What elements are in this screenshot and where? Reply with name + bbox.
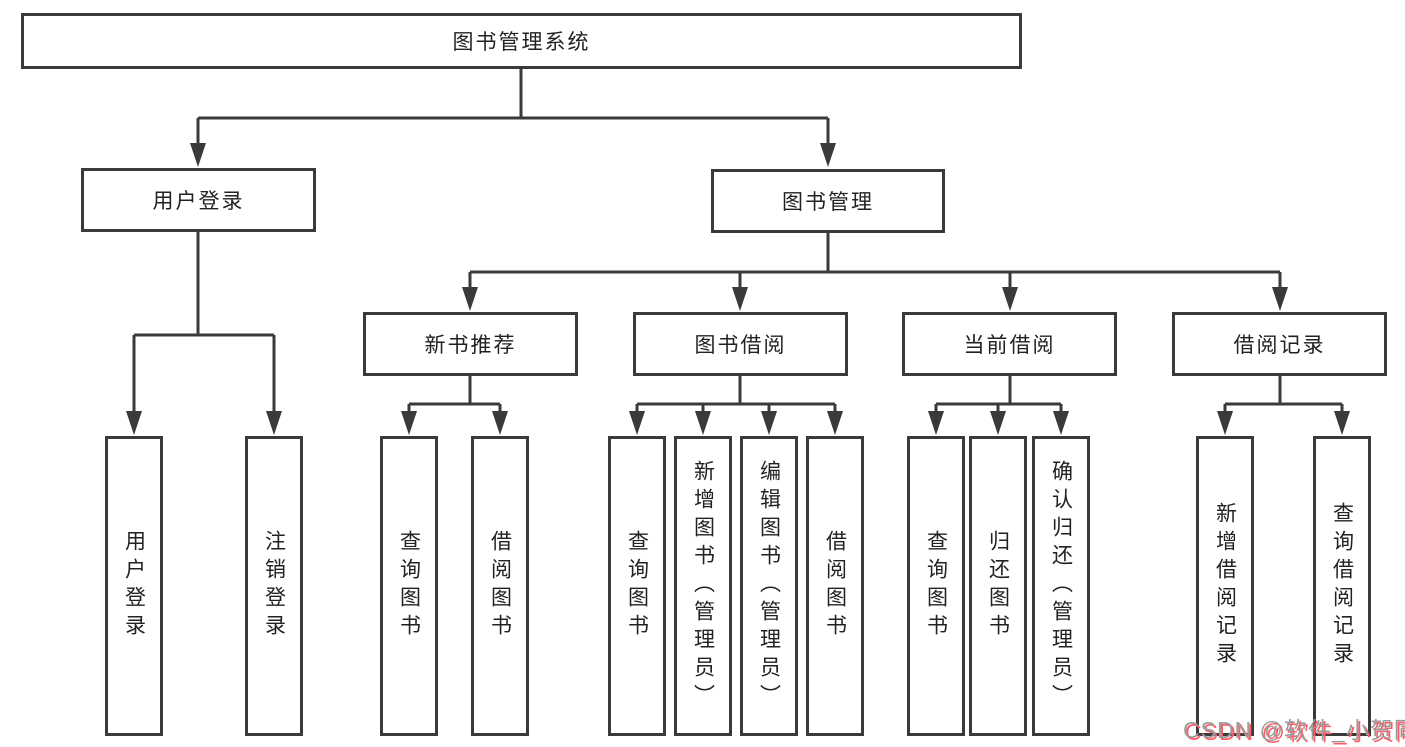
node-borrow-records: 借阅记录 xyxy=(1172,312,1387,376)
node-label: 图书管理 xyxy=(782,191,874,214)
node-label: 确认归还（管理员） xyxy=(1049,460,1073,712)
leaf-current-query-books: 查询图书 xyxy=(907,436,965,736)
node-library-management-system: 图书管理系统 xyxy=(21,13,1022,69)
leaf-user-login: 用户登录 xyxy=(105,436,163,736)
node-label: 注销登录 xyxy=(262,530,286,642)
leaf-recommend-query-books: 查询图书 xyxy=(380,436,438,736)
node-book-management: 图书管理 xyxy=(711,169,945,233)
leaf-records-add-record: 新增借阅记录 xyxy=(1196,436,1254,736)
node-label: 编辑图书（管理员） xyxy=(757,460,781,712)
node-user-login: 用户登录 xyxy=(81,168,316,232)
leaf-borrow-edit-books-admin: 编辑图书（管理员） xyxy=(740,436,798,736)
leaf-current-confirm-return-admin: 确认归还（管理员） xyxy=(1032,436,1090,736)
node-label: 查询图书 xyxy=(397,530,421,642)
node-current-borrow: 当前借阅 xyxy=(902,312,1117,376)
node-label: 归还图书 xyxy=(986,530,1010,642)
node-label: 图书管理系统 xyxy=(452,31,591,54)
node-label: 查询图书 xyxy=(924,530,948,642)
node-label: 借阅记录 xyxy=(1233,334,1326,357)
node-label: 新增图书（管理员） xyxy=(691,460,715,712)
node-label: 查询图书 xyxy=(625,530,649,642)
node-label: 借阅图书 xyxy=(823,530,847,642)
node-label: 用户登录 xyxy=(152,190,245,213)
node-label: 新书推荐 xyxy=(424,334,517,357)
node-new-book-recommend: 新书推荐 xyxy=(363,312,578,376)
arrowheads xyxy=(126,143,1350,435)
node-book-borrow: 图书借阅 xyxy=(633,312,848,376)
leaf-borrow-borrow-books: 借阅图书 xyxy=(806,436,864,736)
node-label: 用户登录 xyxy=(122,530,146,642)
node-label: 当前借阅 xyxy=(963,334,1056,357)
node-label: 新增借阅记录 xyxy=(1213,502,1237,670)
node-label: 查询借阅记录 xyxy=(1330,502,1354,670)
node-label: 图书借阅 xyxy=(694,334,787,357)
leaf-recommend-borrow-books: 借阅图书 xyxy=(471,436,529,736)
leaf-records-query-record: 查询借阅记录 xyxy=(1313,436,1371,736)
csdn-watermark: CSDN @软件_小贺同学 xyxy=(1183,717,1405,743)
leaf-current-return-books: 归还图书 xyxy=(969,436,1027,736)
leaf-logout: 注销登录 xyxy=(245,436,303,736)
leaf-borrow-add-books-admin: 新增图书（管理员） xyxy=(674,436,732,736)
node-label: 借阅图书 xyxy=(488,530,512,642)
leaf-borrow-query-books: 查询图书 xyxy=(608,436,666,736)
